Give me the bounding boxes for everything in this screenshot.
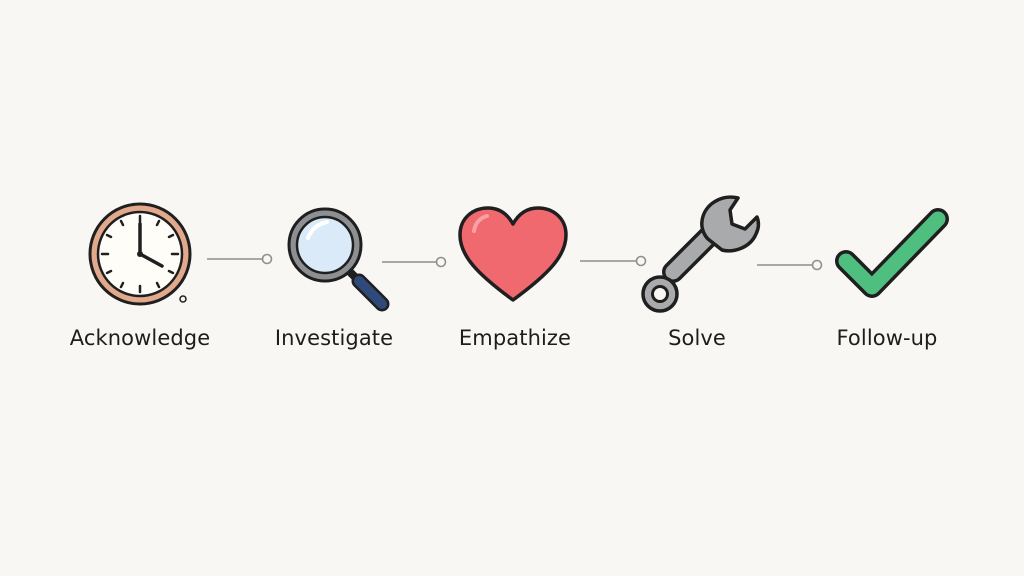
wrench-icon xyxy=(641,195,761,313)
step-label-solve: Solve xyxy=(668,326,726,350)
step-label-follow-up: Follow-up xyxy=(836,326,938,350)
connector-3 xyxy=(580,255,647,267)
connector-2 xyxy=(382,256,447,268)
connector-1 xyxy=(207,253,273,265)
connector-4 xyxy=(757,259,823,271)
heart-icon xyxy=(458,206,568,302)
step-label-investigate: Investigate xyxy=(274,326,394,350)
step-label-acknowledge: Acknowledge xyxy=(69,326,211,350)
step-label-empathize: Empathize xyxy=(458,326,572,350)
clock-icon xyxy=(88,202,192,306)
checkmark-icon xyxy=(835,208,949,298)
magnifying-glass-icon xyxy=(287,207,390,312)
